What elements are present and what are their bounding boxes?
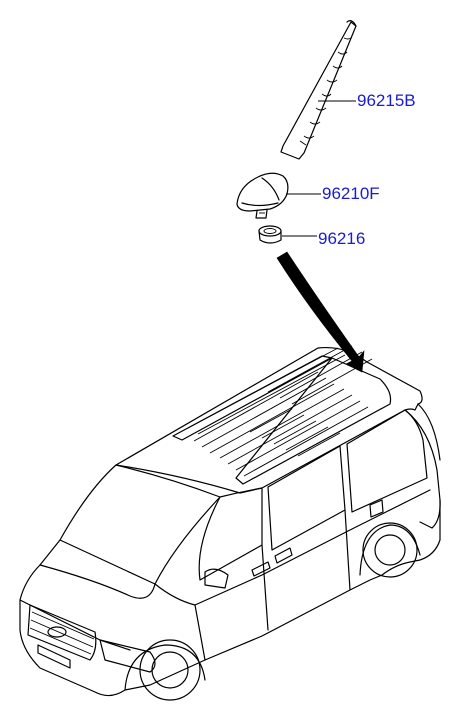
part-label-antenna-pole[interactable]: 96215B	[357, 91, 416, 110]
mounting-arrow	[276, 251, 365, 373]
part-label-antenna-nut[interactable]: 96216	[318, 229, 366, 248]
antenna-base-drawing	[236, 172, 289, 219]
antenna-nut-drawing	[258, 225, 282, 244]
van-drawing	[19, 345, 441, 701]
leader-lines	[282, 100, 356, 237]
antenna-pole-drawing	[280, 20, 357, 160]
part-label-antenna-base[interactable]: 96210F	[322, 184, 380, 203]
